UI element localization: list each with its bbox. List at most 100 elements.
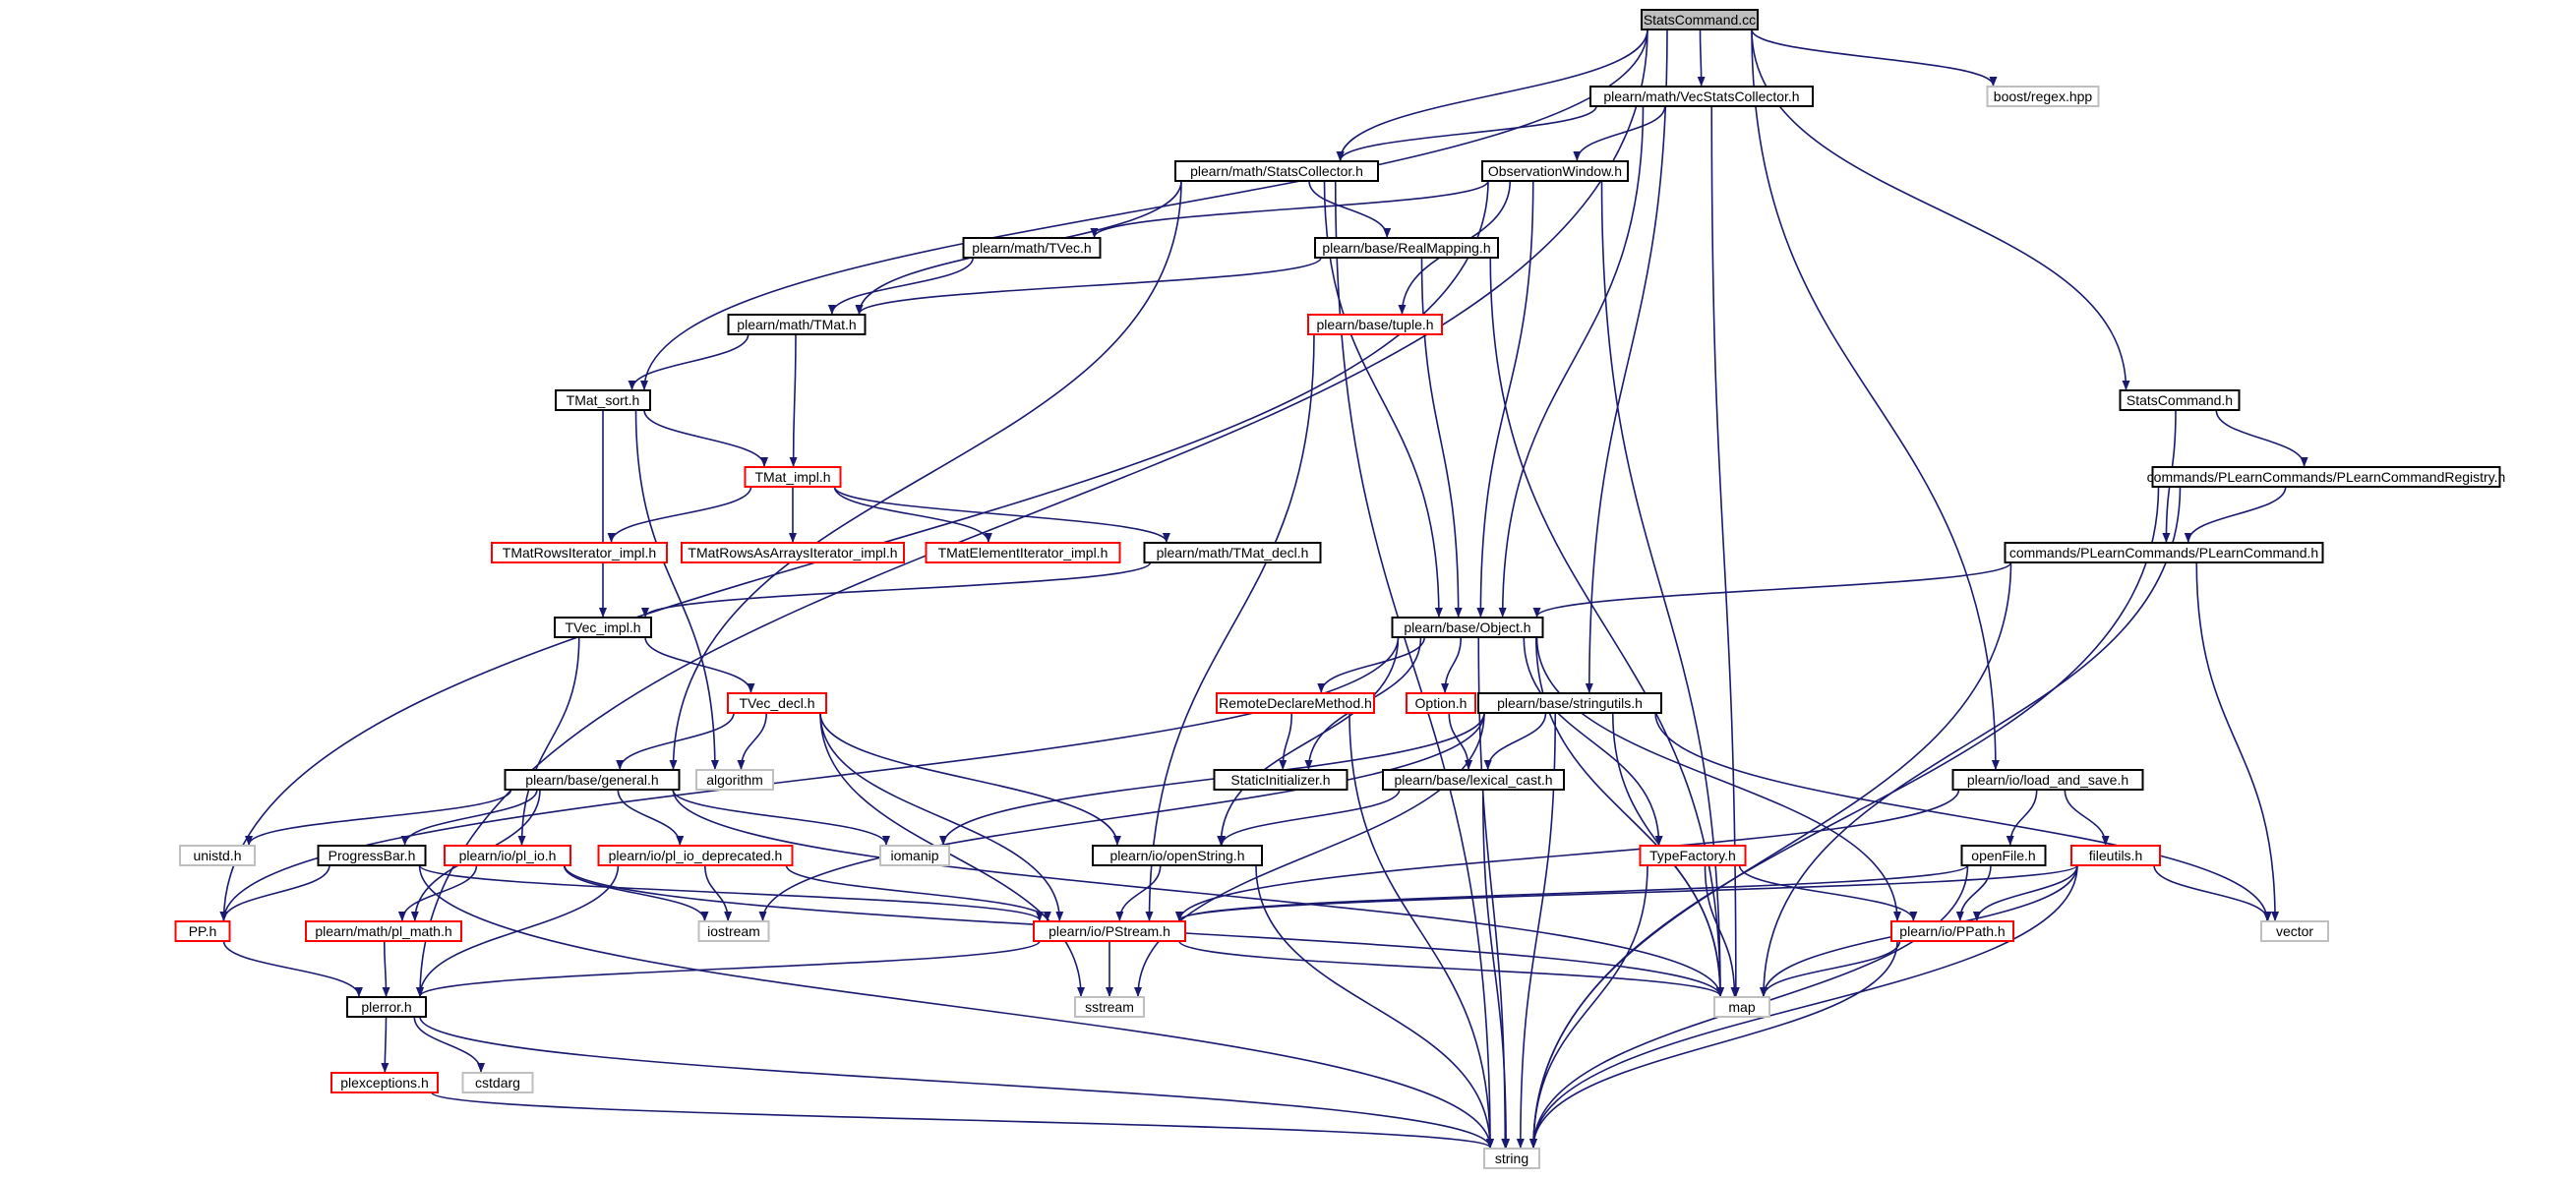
node-pl_math_h[interactable]: plearn/math/pl_math.h	[305, 920, 462, 942]
node-tmat_decl_h[interactable]: plearn/math/TMat_decl.h	[1143, 542, 1322, 563]
node-observationwindow_h[interactable]: ObservationWindow.h	[1481, 160, 1629, 182]
node-openstring_h[interactable]: plearn/io/openString.h	[1092, 845, 1263, 866]
edge-pstream_h-to-plerror_h	[416, 940, 1041, 997]
node-staticinitializer_h[interactable]: StaticInitializer.h	[1213, 769, 1348, 791]
edge-realmapping_h-to-object_h	[1420, 257, 1463, 618]
node-label: iomanip	[890, 848, 938, 863]
edge-pl_io_deprecated_h-to-iostream	[703, 864, 733, 921]
node-pl_io_h[interactable]: plearn/io/pl_io.h	[444, 845, 571, 866]
node-label: plearn/math/StatsCollector.h	[1190, 163, 1363, 179]
node-progressbar_h[interactable]: ProgressBar.h	[317, 845, 427, 866]
node-load_and_save_h[interactable]: plearn/io/load_and_save.h	[1951, 769, 2144, 791]
node-tmat_impl_h[interactable]: TMat_impl.h	[744, 466, 842, 488]
node-object_h[interactable]: plearn/base/Object.h	[1391, 617, 1544, 638]
node-plexceptions_h[interactable]: plexceptions.h	[330, 1072, 439, 1093]
node-tvec_decl_h[interactable]: TVec_decl.h	[727, 692, 827, 714]
node-lexical_cast_h[interactable]: plearn/base/lexical_cast.h	[1382, 769, 1565, 791]
node-label: plearn/io/pl_io_deprecated.h	[609, 848, 783, 863]
node-box	[1406, 692, 1476, 714]
edge-tmat_sort_h-to-algorithm	[634, 409, 719, 770]
edge-progressbar_h-to-pp_h	[219, 864, 330, 921]
node-string: string	[1483, 1148, 1540, 1169]
edge-pl_io_deprecated_h-to-plerror_h	[416, 864, 620, 997]
node-label: iostream	[707, 923, 760, 939]
node-tvec_impl_h[interactable]: TVec_impl.h	[554, 617, 652, 638]
edge-fileutils_h-to-vector	[2153, 864, 2272, 921]
node-label: plearn/io/PPath.h	[1899, 923, 2005, 939]
node-statscommand_cc[interactable]: StatsCommand.cc	[1641, 9, 1759, 30]
nodes-layer: StatsCommand.cc plearn/math/VecStatsColle…	[174, 9, 2506, 1169]
edge-typefactory_h-to-string	[1529, 864, 1648, 1149]
node-ppath_h[interactable]: plearn/io/PPath.h	[1890, 920, 2014, 942]
node-option_h[interactable]: Option.h	[1406, 692, 1476, 714]
node-pp_h[interactable]: PP.h	[174, 920, 231, 942]
node-typefactory_h[interactable]: TypeFactory.h	[1639, 845, 1747, 866]
edge-statscollector_h-to-general_h	[669, 180, 1182, 770]
node-realmapping_h[interactable]: plearn/base/RealMapping.h	[1314, 237, 1499, 259]
node-statscollector_h[interactable]: plearn/math/StatsCollector.h	[1174, 160, 1379, 182]
node-tmatelementiterator_h[interactable]: TMatElementIterator_impl.h	[925, 542, 1121, 563]
node-openfile_h[interactable]: openFile.h	[1960, 845, 2047, 866]
node-tvec_h[interactable]: plearn/math/TVec.h	[962, 237, 1102, 259]
node-stringutils_h[interactable]: plearn/base/stringutils.h	[1477, 692, 1662, 714]
node-tmat_sort_h[interactable]: TMat_sort.h	[555, 389, 651, 411]
node-box	[1641, 9, 1759, 30]
node-label: TMat_impl.h	[754, 469, 830, 485]
node-plearncommandregistry_h[interactable]: commands/PLearnCommands/PLearnCommandReg…	[2147, 466, 2506, 488]
node-label: plerror.h	[361, 999, 411, 1015]
edge-object_h-to-openstring_h	[1217, 636, 1400, 846]
node-box	[1307, 314, 1443, 335]
node-cstdarg: cstdarg	[461, 1072, 534, 1093]
node-general_h[interactable]: plearn/base/general.h	[504, 769, 681, 791]
node-box	[597, 845, 794, 866]
node-label: sstream	[1085, 999, 1134, 1015]
edge-general_h-to-unistd_h	[245, 789, 512, 846]
node-box	[346, 996, 427, 1018]
node-label: openFile.h	[1971, 848, 2035, 863]
node-tuple_h[interactable]: plearn/base/tuple.h	[1307, 314, 1443, 335]
edge-statscommand_cc-to-tmat_sort_h	[640, 29, 1648, 390]
node-label: TMatRowsIterator_impl.h	[503, 545, 656, 560]
node-label: RemoteDeclareMethod.h	[1219, 695, 1372, 711]
edge-plerror_h-to-plexceptions_h	[381, 1016, 389, 1073]
node-box	[1639, 845, 1747, 866]
node-plerror_h[interactable]: plerror.h	[346, 996, 427, 1018]
edge-load_and_save_h-to-fileutils_h	[2064, 789, 2110, 846]
node-statscommand_h[interactable]: StatsCommand.h	[2119, 389, 2241, 411]
node-regex_hpp: boost/regex.hpp	[1986, 86, 2100, 107]
node-label: plearn/math/TVec.h	[972, 240, 1091, 256]
node-label: plearn/math/TMat_decl.h	[1157, 545, 1309, 560]
node-box	[1216, 692, 1375, 714]
edge-tvec_decl_h-to-algorithm	[737, 712, 768, 770]
edge-remotedeclaremethod_h-to-string	[1348, 712, 1494, 1149]
node-label: TVec_decl.h	[739, 695, 814, 711]
node-fileutils_h[interactable]: fileutils.h	[2070, 845, 2161, 866]
edge-plearncommand_h-to-vector	[2195, 561, 2280, 921]
node-pl_io_deprecated_h[interactable]: plearn/io/pl_io_deprecated.h	[597, 845, 794, 866]
edge-plearncommand_h-to-string	[1529, 561, 2012, 1149]
node-box	[1074, 996, 1145, 1018]
node-box	[1951, 769, 2144, 791]
node-iomanip: iomanip	[879, 845, 950, 866]
node-vecstatscollector_h[interactable]: plearn/math/VecStatsCollector.h	[1589, 86, 1814, 107]
edge-load_and_save_h-to-openfile_h	[2006, 789, 2038, 846]
edge-openstring_h-to-string	[1255, 864, 1494, 1149]
node-box	[305, 920, 462, 942]
node-label: plearn/base/general.h	[525, 772, 658, 788]
edge-observationwindow_h-to-object_h	[1476, 180, 1534, 618]
node-label: StatsCommand.h	[2127, 392, 2233, 408]
node-tmat_h[interactable]: plearn/math/TMat.h	[727, 314, 867, 335]
node-box	[962, 237, 1102, 259]
edge-tmat_h-to-tmat_sort_h	[628, 333, 749, 390]
node-tmatrowsiterator_h[interactable]: TMatRowsIterator_impl.h	[491, 542, 668, 563]
node-pstream_h[interactable]: plearn/io/PStream.h	[1033, 920, 1186, 942]
node-tmatrowsasarrays_h[interactable]: TMatRowsAsArraysIterator_impl.h	[681, 542, 905, 563]
node-label: algorithm	[706, 772, 763, 788]
edge-statscommand_cc-to-plerror_h	[416, 29, 1648, 997]
node-plearncommand_h[interactable]: commands/PLearnCommands/PLearnCommand.h	[2004, 542, 2324, 563]
node-box	[2260, 920, 2329, 942]
edge-tvec_impl_h-to-tvec_decl_h	[644, 636, 755, 693]
node-remotedeclaremethod_h[interactable]: RemoteDeclareMethod.h	[1216, 692, 1375, 714]
node-box	[695, 769, 774, 791]
